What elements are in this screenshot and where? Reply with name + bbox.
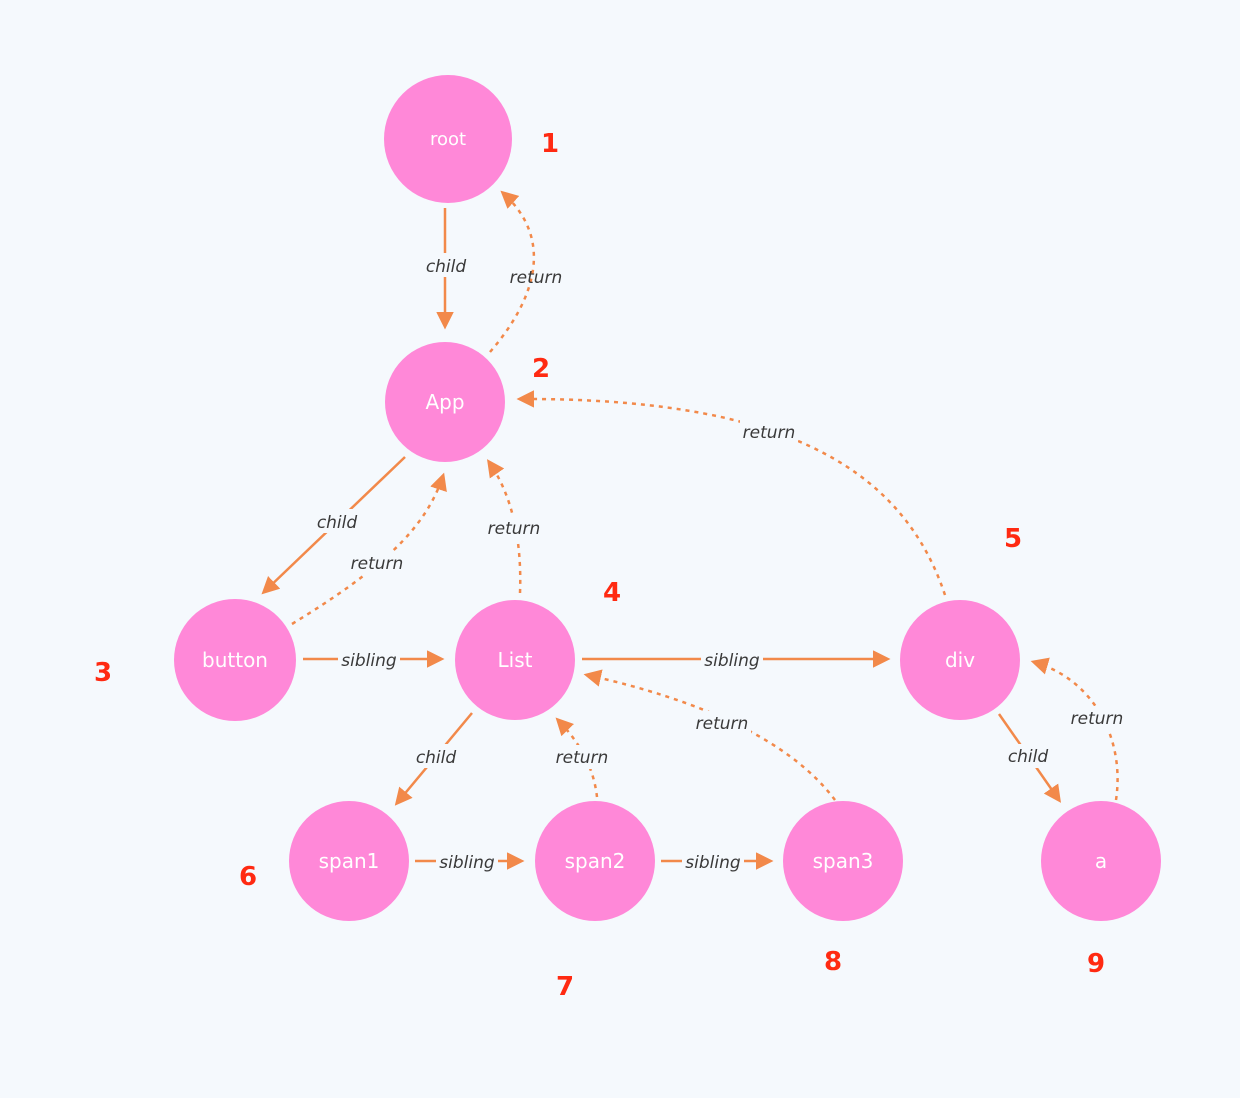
- label-return: return: [1071, 709, 1124, 729]
- label-sibling: sibling: [341, 651, 397, 671]
- order-number-9: 9: [1087, 949, 1105, 979]
- label-child: child: [416, 748, 457, 768]
- order-number-3: 3: [94, 658, 112, 688]
- node-span1: span1: [289, 801, 409, 921]
- order-number-2: 2: [532, 354, 550, 384]
- label-return: return: [510, 268, 563, 288]
- label-sibling: sibling: [439, 853, 495, 873]
- node-a: a: [1041, 801, 1161, 921]
- label-return: return: [351, 554, 404, 574]
- node-label-div: div: [945, 648, 975, 672]
- order-number-4: 4: [603, 578, 621, 608]
- order-number-8: 8: [824, 947, 842, 977]
- node-span3: span3: [783, 801, 903, 921]
- edge-span3-list-return: [583, 669, 836, 801]
- label-return: return: [743, 423, 796, 443]
- edge-button-app-return: [291, 472, 447, 626]
- order-number-7: 7: [556, 972, 574, 1002]
- node-label-list: List: [498, 648, 533, 672]
- label-child: child: [1008, 747, 1049, 767]
- order-number-6: 6: [239, 862, 257, 892]
- node-button: button: [174, 599, 296, 721]
- node-label-span2: span2: [565, 849, 626, 873]
- node-span2: span2: [535, 801, 655, 921]
- node-label-button: button: [202, 648, 268, 672]
- label-return: return: [488, 519, 541, 539]
- node-label-a: a: [1095, 849, 1107, 873]
- order-number-1: 1: [541, 129, 559, 159]
- label-child: child: [426, 257, 467, 277]
- label-return: return: [696, 714, 749, 734]
- edge-app-root-return: [489, 190, 536, 353]
- edge-div-app-return: [516, 390, 947, 596]
- node-div: div: [900, 600, 1020, 720]
- label-sibling: sibling: [685, 853, 741, 873]
- order-number-5: 5: [1004, 524, 1022, 554]
- label-sibling: sibling: [704, 651, 760, 671]
- label-return: return: [556, 748, 609, 768]
- node-label-span3: span3: [813, 849, 874, 873]
- node-label-root: root: [430, 129, 466, 150]
- node-label-app: App: [425, 390, 464, 414]
- edge-a-div-return: [1030, 657, 1119, 801]
- node-app: App: [385, 342, 505, 462]
- label-child: child: [317, 513, 358, 533]
- node-list: List: [455, 600, 575, 720]
- node-label-span1: span1: [319, 849, 380, 873]
- node-root: root: [384, 75, 512, 203]
